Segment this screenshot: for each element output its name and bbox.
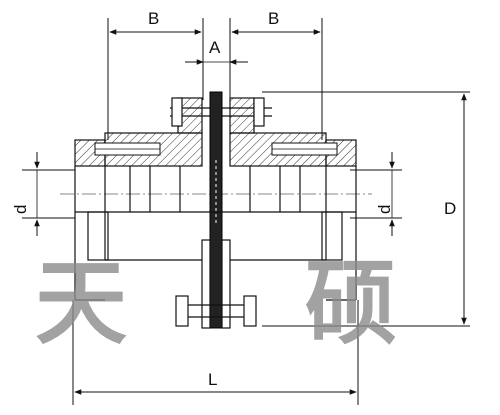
dim-a: A — [185, 38, 248, 65]
dim-b-left-label: B — [148, 9, 159, 28]
hub-body-lower — [74, 166, 357, 329]
right-hub-upper — [229, 97, 357, 167]
dim-d-outer-label: D — [444, 199, 456, 218]
dim-b-left: B — [107, 9, 204, 140]
watermark-char-right: 硕 — [305, 249, 397, 357]
dim-bore-left: d — [11, 152, 75, 236]
dim-l-label: L — [208, 370, 217, 389]
dim-b-right-label: B — [268, 9, 279, 28]
dim-bore-right: d — [350, 152, 402, 236]
dim-l: L — [72, 300, 359, 405]
dim-bore-right-label: d — [375, 205, 394, 214]
left-hub-upper — [74, 97, 203, 167]
watermark-char-left: 天 — [35, 249, 127, 357]
dim-a-label: A — [209, 38, 221, 57]
dim-b-right: B — [229, 9, 323, 140]
dim-d-outer: D — [262, 91, 470, 327]
dim-bore-left-label: d — [11, 205, 30, 214]
lower-bolt — [175, 295, 257, 327]
